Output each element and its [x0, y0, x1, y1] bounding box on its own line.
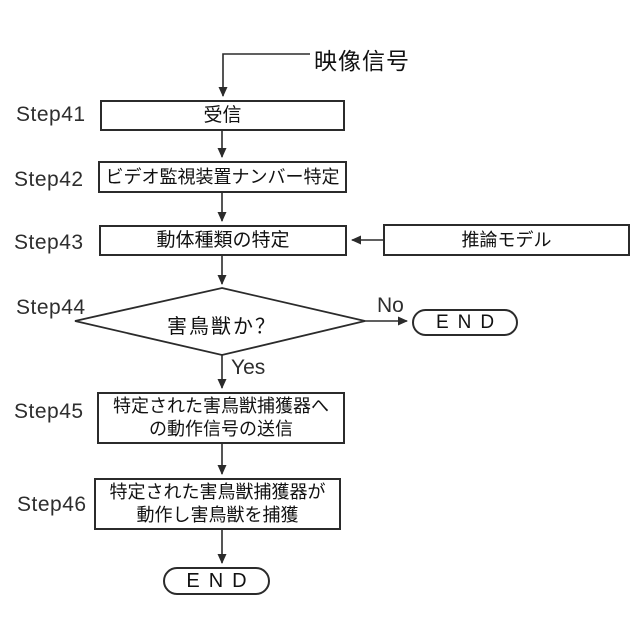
process-box-step45-line2: の動作信号の送信 — [149, 419, 293, 439]
process-box-step45-line1: 特定された害鳥獣捕獲器へ — [113, 396, 329, 416]
step-label-step42: Step42 — [14, 168, 84, 191]
inference-model-box: 推論モデル — [383, 224, 630, 256]
process-box-step42: ビデオ監視装置ナンバー特定 — [98, 161, 347, 193]
inference-model-box-text: 推論モデル — [461, 229, 552, 250]
branch-yes-label: Yes — [231, 356, 266, 379]
connector-video-signal — [218, 53, 310, 97]
decision-text-step44: 害鳥獣か？ — [167, 316, 277, 338]
step-label-step45: Step45 — [14, 400, 84, 423]
process-box-step46-line1: 特定された害鳥獣捕獲器が — [109, 482, 326, 502]
process-box-step46: 特定された害鳥獣捕獲器が 動作し害鳥獣を捕獲 — [94, 478, 341, 530]
video-signal-label: 映像信号 — [314, 48, 410, 74]
process-box-step43-text: 動体種類の特定 — [156, 230, 290, 251]
terminator-end-bottom: END — [163, 567, 270, 595]
step-label-step44: Step44 — [16, 296, 86, 319]
process-box-step45: 特定された害鳥獣捕獲器へ の動作信号の送信 — [97, 392, 345, 444]
process-box-step43: 動体種類の特定 — [99, 225, 347, 256]
terminator-end-right: END — [412, 309, 518, 336]
process-box-step46-line2: 動作し害鳥獣を捕獲 — [136, 505, 299, 525]
decision-diamond-step44 — [74, 287, 366, 356]
process-box-step41: 受信 — [100, 100, 345, 131]
step-label-step46: Step46 — [17, 493, 87, 516]
process-box-step41-text: 受信 — [203, 105, 242, 126]
branch-no-label: No — [377, 294, 404, 317]
step-label-step41: Step41 — [16, 103, 86, 126]
process-box-step42-text: ビデオ監視装置ナンバー特定 — [105, 166, 340, 187]
step-label-step43: Step43 — [14, 231, 84, 254]
